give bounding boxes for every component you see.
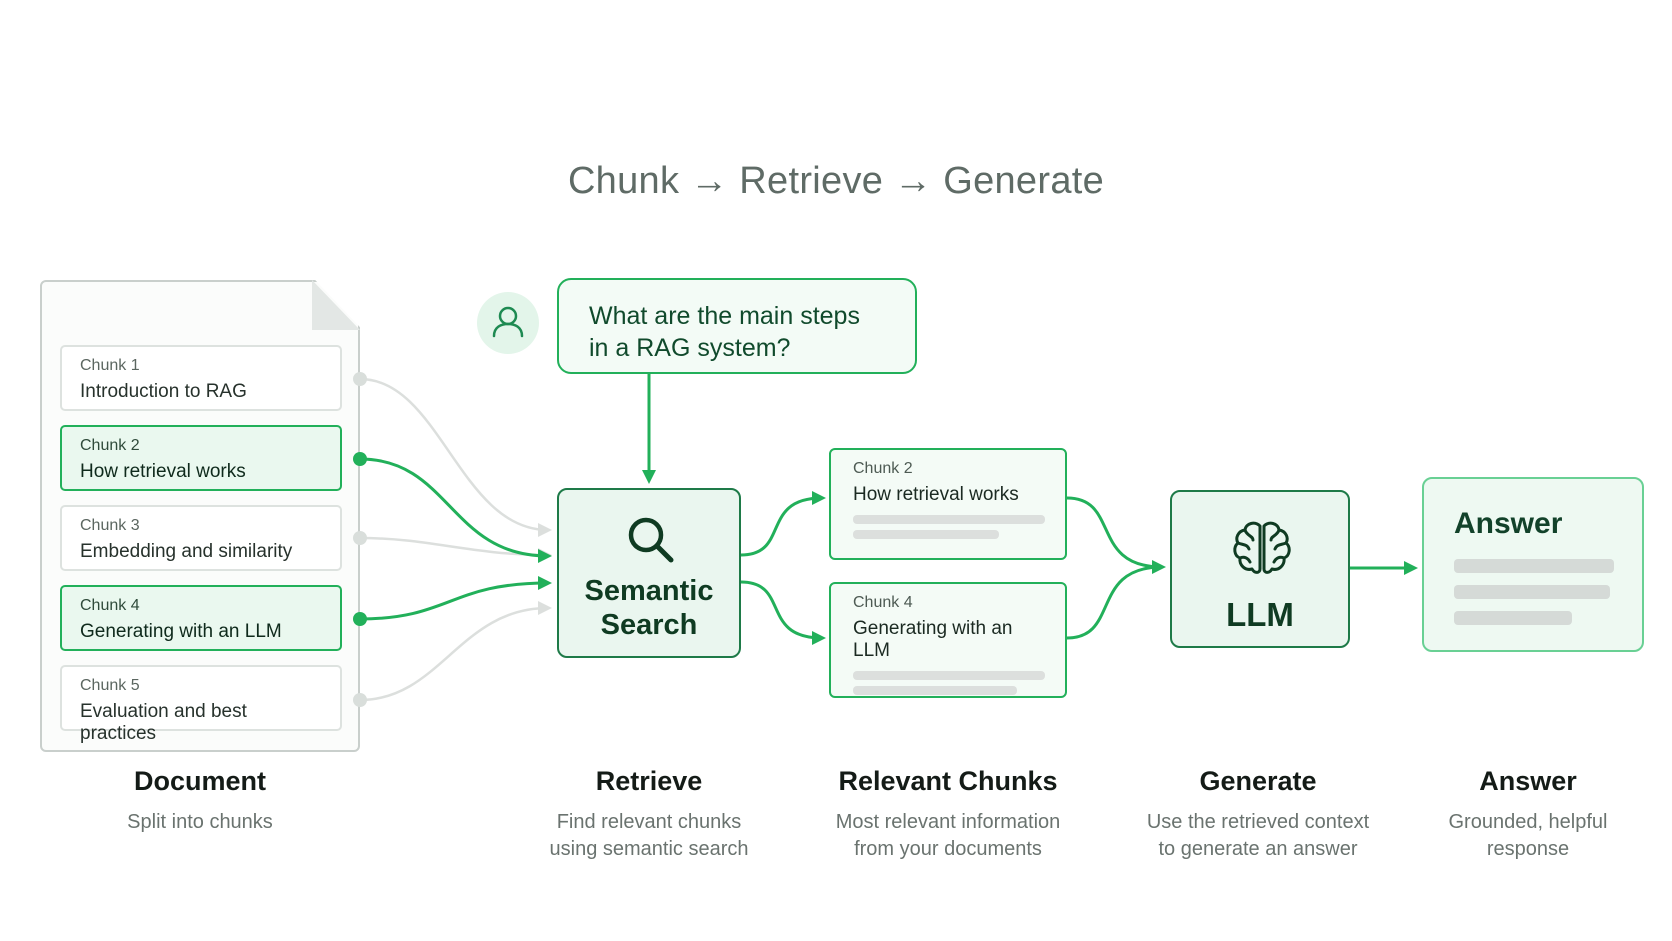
wire-chunk4 [359, 576, 552, 621]
caption-line: using semantic search [549, 838, 749, 860]
caption-title: Retrieve [595, 766, 703, 796]
chunk-card-5: Chunk 5 Evaluation and best practices [60, 665, 342, 744]
chunk-card-1: Chunk 1 Introduction to RAG [60, 345, 342, 411]
wire-chunk4-llm [1066, 565, 1163, 640]
chunk-card-3: Chunk 3 Embedding and similarity [60, 505, 342, 571]
caption-title: Generate [1199, 766, 1317, 796]
placeholder-text-bar [853, 671, 1045, 680]
relevant-chunk-title: Generating with an LLM [853, 618, 1013, 661]
caption-answer: Answer Grounded, helpful response [1378, 766, 1672, 863]
caption-line: Most relevant information [835, 811, 1061, 833]
chunk-title: How retrieval works [80, 461, 246, 482]
relevant-chunk-card-4: Chunk 4 Generating with an LLM [829, 582, 1067, 698]
user-avatar [477, 292, 539, 354]
wire-chunk2-llm [1066, 496, 1166, 574]
caption-generate: Generate Use the retrieved context to ge… [1108, 766, 1408, 863]
chunk-number: Chunk 2 [80, 437, 140, 454]
placeholder-text-bar [853, 686, 1017, 695]
wire-search-chunk4 [740, 580, 826, 645]
user-icon [492, 306, 524, 338]
caption-title: Relevant Chunks [838, 766, 1058, 796]
llm-node: LLM [1170, 490, 1350, 648]
placeholder-text-bar [1454, 559, 1614, 573]
placeholder-text-bar [1454, 611, 1572, 625]
caption-line: Find relevant chunks [556, 811, 742, 833]
chunk-title: Evaluation and best practices [80, 701, 247, 744]
diagram-title: Chunk → Retrieve → Generate [567, 160, 1105, 202]
caption-line: Split into chunks [127, 811, 273, 833]
semantic-search-node: Semantic Search [557, 488, 741, 658]
caption-title: Document [133, 766, 266, 796]
connector-dot-chunk2 [353, 452, 367, 466]
search-label-line-1: Semantic [584, 575, 714, 607]
connector-dot-chunk5 [353, 693, 367, 707]
placeholder-text-bar [1454, 585, 1610, 599]
relevant-chunk-number: Chunk 4 [853, 594, 913, 611]
search-icon [628, 517, 674, 563]
brain-icon [1233, 521, 1291, 574]
caption-line: response [1486, 838, 1570, 860]
caption-retrieve: Retrieve Find relevant chunks using sema… [499, 766, 799, 863]
wire-chunk5 [359, 601, 552, 702]
caption-title: Answer [1479, 766, 1577, 796]
chunk-title: Generating with an LLM [80, 621, 282, 642]
question-line-1: What are the main steps [589, 302, 860, 330]
llm-label: LLM [1226, 596, 1294, 633]
placeholder-text-bar [853, 515, 1045, 524]
chunk-title: Embedding and similarity [80, 541, 293, 562]
caption-line: from your documents [854, 838, 1042, 860]
question-line-2: in a RAG system? [589, 334, 791, 362]
relevant-chunk-number: Chunk 2 [853, 460, 913, 477]
caption-line: to generate an answer [1158, 838, 1358, 860]
caption-document: Document Split into chunks [50, 766, 350, 836]
relevant-chunk-card-2: Chunk 2 How retrieval works [829, 448, 1067, 560]
user-question-bubble: What are the main steps in a RAG system? [557, 278, 917, 374]
chunk-title: Introduction to RAG [80, 381, 247, 402]
caption-relevant-chunks: Relevant Chunks Most relevant informatio… [798, 766, 1098, 863]
caption-line: Use the retrieved context [1146, 811, 1370, 833]
wire-search-chunk2 [740, 491, 826, 557]
connector-dot-chunk4 [353, 612, 367, 626]
relevant-chunk-title: How retrieval works [853, 484, 1019, 505]
wire-chunk2 [359, 457, 552, 563]
chunk-number: Chunk 1 [80, 357, 140, 374]
search-label-line-2: Search [600, 609, 698, 641]
answer-card: Answer [1422, 477, 1644, 652]
chunk-card-4: Chunk 4 Generating with an LLM [60, 585, 342, 651]
caption-line: Grounded, helpful [1448, 811, 1608, 833]
answer-card-title: Answer [1454, 507, 1563, 540]
placeholder-text-bar [853, 530, 999, 539]
chunk-number: Chunk 3 [80, 517, 140, 534]
wire-chunk1 [359, 377, 552, 537]
chunk-number: Chunk 4 [80, 597, 140, 614]
chunk-card-2: Chunk 2 How retrieval works [60, 425, 342, 491]
connector-dot-chunk3 [353, 531, 367, 545]
chunk-number: Chunk 5 [80, 677, 140, 694]
connector-dot-chunk1 [353, 372, 367, 386]
